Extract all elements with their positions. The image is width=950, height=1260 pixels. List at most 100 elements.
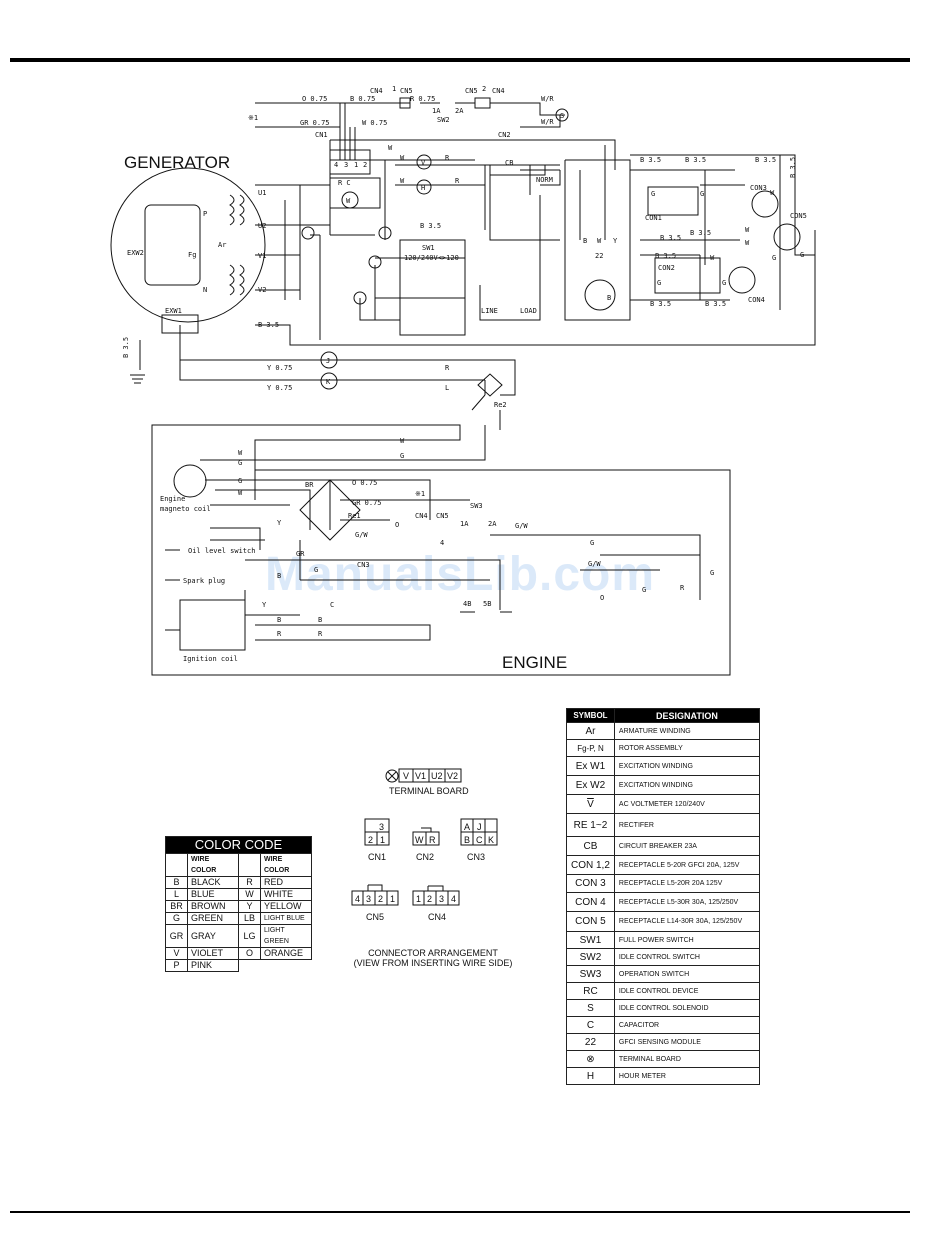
wire-label: W <box>745 239 750 247</box>
symbol-cell: CON 5 <box>566 911 615 932</box>
wire-label: B 3.5 <box>122 337 130 358</box>
color-symbol: O <box>238 947 261 960</box>
wire-label: B 3.5 <box>650 300 671 308</box>
designation-cell: ARMATURE WINDING <box>613 722 761 740</box>
symbol-header: SYMBOL <box>566 708 615 723</box>
wire-label: G <box>651 190 655 198</box>
connector-cell: 3 <box>366 894 371 904</box>
symbol-cell: Ex W1 <box>566 756 615 776</box>
color-name: PINK <box>187 959 239 972</box>
color-name: YELLOW <box>260 900 312 913</box>
color-name: ORANGE <box>260 947 312 960</box>
blank-cell <box>238 853 261 877</box>
wire-label: B 3.5 <box>690 229 711 237</box>
terminal-cell: V2 <box>447 771 458 781</box>
color-symbol: P <box>165 959 188 972</box>
wire-label: W <box>346 197 351 205</box>
wire-label: G <box>772 254 776 262</box>
wire-label: 22 <box>595 252 603 260</box>
wire-label: ※1 <box>415 490 425 498</box>
wire-label: W <box>710 254 715 262</box>
connector-cell: 1 <box>380 835 385 845</box>
wire-label: Y 0.75 <box>267 384 292 392</box>
connector-name: CN3 <box>467 852 485 862</box>
connector-cell: 2 <box>368 835 373 845</box>
wire-label: LOAD <box>520 307 537 315</box>
wire-label: CON4 <box>748 296 765 304</box>
symbol-cell: V <box>566 794 615 814</box>
wire-label: P <box>203 210 207 218</box>
wire-label: B 3.5 <box>258 321 279 329</box>
designation-cell: CAPACITOR <box>613 1016 761 1034</box>
color-symbol: L <box>165 888 188 901</box>
wire-label: O <box>395 521 399 529</box>
wire-label: EXW1 <box>165 307 182 315</box>
connector-cell: 3 <box>379 822 384 832</box>
wire-label: V <box>421 159 426 167</box>
wire-label: CB <box>505 159 513 167</box>
wire-label: Oil level switch <box>188 547 255 555</box>
connector-name: CN5 <box>366 912 384 922</box>
designation-cell: FULL POWER SWITCH <box>613 931 761 949</box>
wire-label: magneto coil <box>160 505 211 513</box>
connector-name: CN4 <box>428 912 446 922</box>
wire-label: Ignition coil <box>183 655 238 663</box>
color-symbol: W <box>238 888 261 901</box>
color-code-table: COLOR CODE WIRE COLOR WIRE COLOR B BLACK… <box>165 836 312 972</box>
wire-label: G <box>238 459 242 467</box>
wire-label: CN1 <box>315 131 328 139</box>
connector-cell: R <box>429 835 436 845</box>
wire-label: U1 <box>258 189 266 197</box>
connector-cell: K <box>488 835 494 845</box>
wire-label: CN5 <box>400 87 413 95</box>
terminal-board: V V1 U2 V2 TERMINAL BOARD <box>385 768 469 796</box>
wire-label: N <box>203 286 207 294</box>
wire-label: L <box>445 384 449 392</box>
wire-label: Ar <box>218 241 226 249</box>
connector-cell: A <box>464 822 470 832</box>
wire-label: W <box>597 237 602 245</box>
connector-cell: 2 <box>378 894 383 904</box>
symbol-cell: RE 1~2 <box>566 813 615 837</box>
wire-label: 1 <box>354 161 358 169</box>
wire-label: W <box>745 226 750 234</box>
wire-label: G/W <box>588 560 601 568</box>
wire-label: W <box>238 489 243 497</box>
designation-cell: AC VOLTMETER 120/240V <box>613 794 761 814</box>
top-rule <box>10 58 910 62</box>
designation-cell: RECEPTACLE L5-30R 30A, 125/250V <box>613 892 761 912</box>
wire-label: W 0.75 <box>362 119 387 127</box>
wire-label: 2A <box>455 107 464 115</box>
symbol-cell: CB <box>566 836 615 856</box>
wire-label: O <box>600 594 604 602</box>
color-symbol: Y <box>238 900 261 913</box>
designation-cell: HOUR METER <box>613 1067 761 1085</box>
wire-label: G <box>314 566 318 574</box>
wire-label: G <box>238 477 242 485</box>
wire-label: ※1 <box>248 114 258 122</box>
wire-label: CN4 <box>370 87 383 95</box>
symbol-cell: CON 3 <box>566 874 615 893</box>
connector-cn1: 3 2 1 CN1 <box>364 818 390 862</box>
blank-cell <box>239 960 261 972</box>
color-name: RED <box>260 876 312 889</box>
wire-label: 5B <box>483 600 491 608</box>
wire-label: 4B <box>463 600 471 608</box>
wire-label: B 3.5 <box>420 222 441 230</box>
generator-heading: GENERATOR <box>124 153 230 172</box>
wire-label: 4 <box>440 539 444 547</box>
wire-label: GR 0.75 <box>300 119 330 127</box>
designation-cell: GFCI SENSING MODULE <box>613 1033 761 1051</box>
wire-label: B <box>583 237 587 245</box>
color-symbol: LG <box>238 924 261 948</box>
color-name: BLACK <box>187 876 239 889</box>
color-symbol: BR <box>165 900 188 913</box>
wire-label: B 0.75 <box>350 95 375 103</box>
wire-label: CN4 <box>492 87 505 95</box>
wire-label: H <box>421 184 425 192</box>
engine-heading: ENGINE <box>502 653 567 672</box>
wire-label: CN2 <box>498 131 511 139</box>
symbol-cell: Ex W2 <box>566 775 615 795</box>
color-symbol: R <box>238 876 261 889</box>
